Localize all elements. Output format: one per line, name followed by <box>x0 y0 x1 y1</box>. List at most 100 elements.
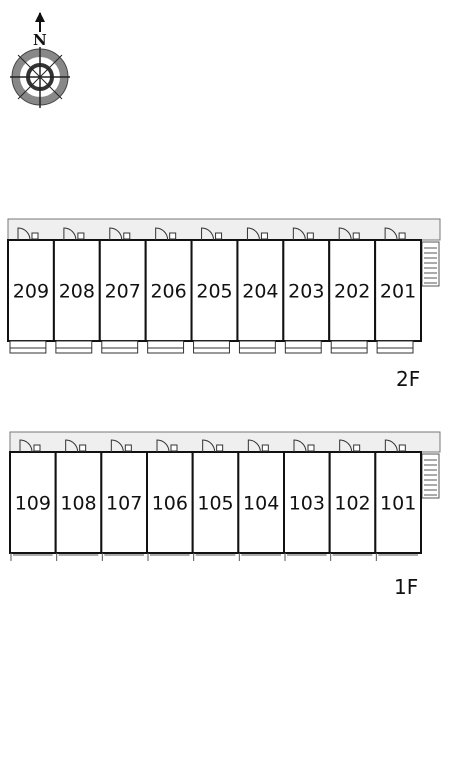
unit-outline <box>374 239 423 342</box>
unit-outline <box>374 451 423 554</box>
door-icon <box>292 227 306 241</box>
floor-2f: 209 208 207 206 205 204 203 202 201 <box>7 218 441 354</box>
unit-number: 204 <box>242 281 278 303</box>
unit-number: 206 <box>150 281 186 303</box>
balcony <box>376 340 414 354</box>
door-icon <box>293 439 307 453</box>
unit-208: 208 <box>52 227 101 354</box>
door-icon <box>110 439 124 453</box>
unit-206: 206 <box>144 227 193 354</box>
unit-number: 202 <box>334 281 370 303</box>
meter-icon <box>123 232 131 240</box>
door-icon <box>63 227 77 241</box>
meter-icon <box>260 232 268 240</box>
north-label: N <box>33 31 47 49</box>
door-icon <box>338 227 352 241</box>
door-icon <box>19 439 33 453</box>
unit-outline <box>146 451 194 554</box>
unit-number: 205 <box>196 281 232 303</box>
unit-105: 105 <box>191 439 240 561</box>
meter-icon <box>353 444 361 452</box>
balcony <box>238 340 276 354</box>
door-icon <box>384 439 398 453</box>
unit-outline <box>52 239 101 342</box>
meter-icon <box>77 232 85 240</box>
meter-icon <box>79 444 87 452</box>
meter-icon <box>398 232 406 240</box>
unit-number: 203 <box>288 281 324 303</box>
unit-outline <box>9 451 57 554</box>
unit-number: 105 <box>197 493 233 515</box>
unit-number: 209 <box>13 281 49 303</box>
unit-107: 107 <box>100 439 149 561</box>
unit-outline <box>100 451 149 554</box>
unit-number: 103 <box>289 493 325 515</box>
unit-number: 207 <box>105 281 141 303</box>
unit-109: 109 <box>9 439 57 561</box>
unit-outline <box>236 239 285 342</box>
unit-outline <box>144 239 193 342</box>
unit-outline <box>283 451 331 554</box>
unit-number: 201 <box>380 281 416 303</box>
balcony <box>101 340 139 354</box>
unit-203: 203 <box>282 227 331 354</box>
unit-number: 104 <box>243 493 279 515</box>
door-icon <box>339 439 353 453</box>
meter-icon <box>124 444 132 452</box>
unit-102: 102 <box>328 439 377 561</box>
door-icon <box>247 439 261 453</box>
balcony <box>147 340 185 354</box>
meter-icon <box>352 232 360 240</box>
meter-icon <box>215 232 223 240</box>
door-icon <box>17 227 31 241</box>
balcony <box>284 340 322 354</box>
unit-106: 106 <box>146 439 194 561</box>
unit-number: 208 <box>59 281 95 303</box>
unit-202: 202 <box>328 227 377 354</box>
balcony <box>55 340 93 354</box>
unit-207: 207 <box>98 227 147 354</box>
unit-number: 106 <box>152 493 188 515</box>
door-icon <box>156 439 170 453</box>
unit-204: 204 <box>236 227 285 354</box>
unit-outline <box>237 451 285 554</box>
meter-icon <box>261 444 269 452</box>
unit-number: 107 <box>106 493 142 515</box>
floor-label-1f: 1F <box>394 575 419 599</box>
unit-103: 103 <box>283 439 331 561</box>
meter-icon <box>306 232 314 240</box>
balcony <box>9 340 47 354</box>
unit-108: 108 <box>54 439 103 561</box>
unit-outline <box>54 451 103 554</box>
balcony <box>193 340 230 354</box>
door-icon <box>109 227 123 241</box>
meter-icon <box>170 444 178 452</box>
unit-209: 209 <box>7 227 55 354</box>
unit-201: 201 <box>374 227 423 354</box>
meter-icon <box>398 444 406 452</box>
unit-outline <box>328 239 377 342</box>
door-icon <box>384 227 398 241</box>
walkway <box>7 218 441 241</box>
door-icon <box>201 227 215 241</box>
meter-icon <box>169 232 177 240</box>
floor-label-2f: 2F <box>396 367 421 391</box>
unit-number: 101 <box>380 493 416 515</box>
door-icon <box>246 227 260 241</box>
unit-101: 101 <box>374 439 423 561</box>
staircase-icon <box>421 453 440 499</box>
unit-number: 108 <box>60 493 96 515</box>
meter-icon <box>216 444 224 452</box>
door-icon <box>155 227 169 241</box>
unit-104: 104 <box>237 439 285 561</box>
unit-number: 109 <box>15 493 51 515</box>
door-icon <box>65 439 79 453</box>
staircase-icon <box>421 241 440 287</box>
meter-icon <box>307 444 315 452</box>
meter-icon <box>33 444 41 452</box>
door-icon <box>202 439 216 453</box>
walkway <box>9 431 441 453</box>
unit-205: 205 <box>190 227 239 354</box>
